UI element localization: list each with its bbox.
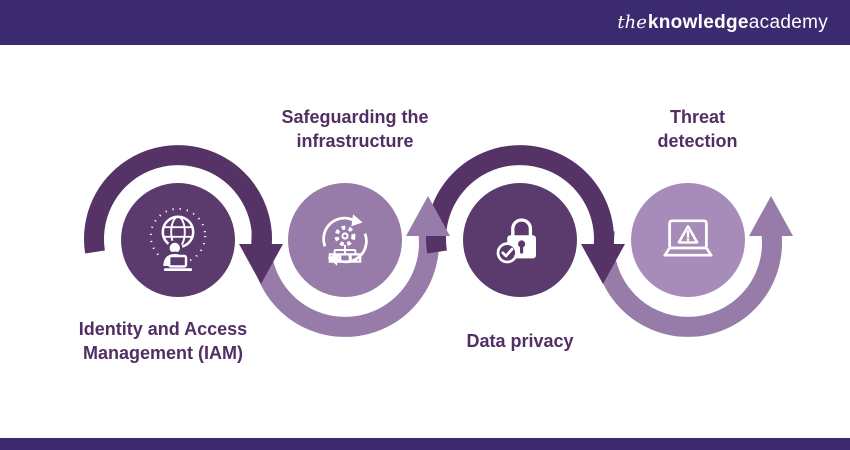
- flow-arrowhead-2-icon: [406, 196, 450, 236]
- brand-knowledge: knowledge: [647, 11, 749, 33]
- flow-arc-1: [84, 145, 272, 254]
- step-circle-iam: [121, 183, 235, 297]
- flow-arc-4: [594, 228, 782, 337]
- step-label-infrastructure: Safeguarding the infrastructure: [281, 107, 429, 151]
- step-circle-threat-detection: [631, 183, 745, 297]
- laptop-warning-icon: [663, 219, 713, 257]
- step-circle-data-privacy: [463, 183, 577, 297]
- step-label-iam: Identity and Access Management (IAM): [78, 319, 248, 363]
- step-label-threat-detection: Threat detection: [657, 107, 738, 151]
- flow-arrowhead-4-icon: [749, 196, 793, 236]
- person-globe-laptop-icon: [149, 207, 207, 271]
- step-circle-infrastructure: [288, 183, 402, 297]
- brand-the: the: [617, 11, 647, 33]
- padlock-check-icon: [496, 218, 536, 264]
- brand-academy: academy: [748, 11, 828, 33]
- flow-arrowhead-3-icon: [581, 244, 625, 284]
- footer-bar: [0, 438, 850, 450]
- flow-arc-3: [426, 145, 614, 254]
- cycle-gear-network-icon: [322, 214, 368, 266]
- step-label-data-privacy: Data privacy: [466, 331, 574, 351]
- flow-arrowhead-1-icon: [239, 244, 283, 284]
